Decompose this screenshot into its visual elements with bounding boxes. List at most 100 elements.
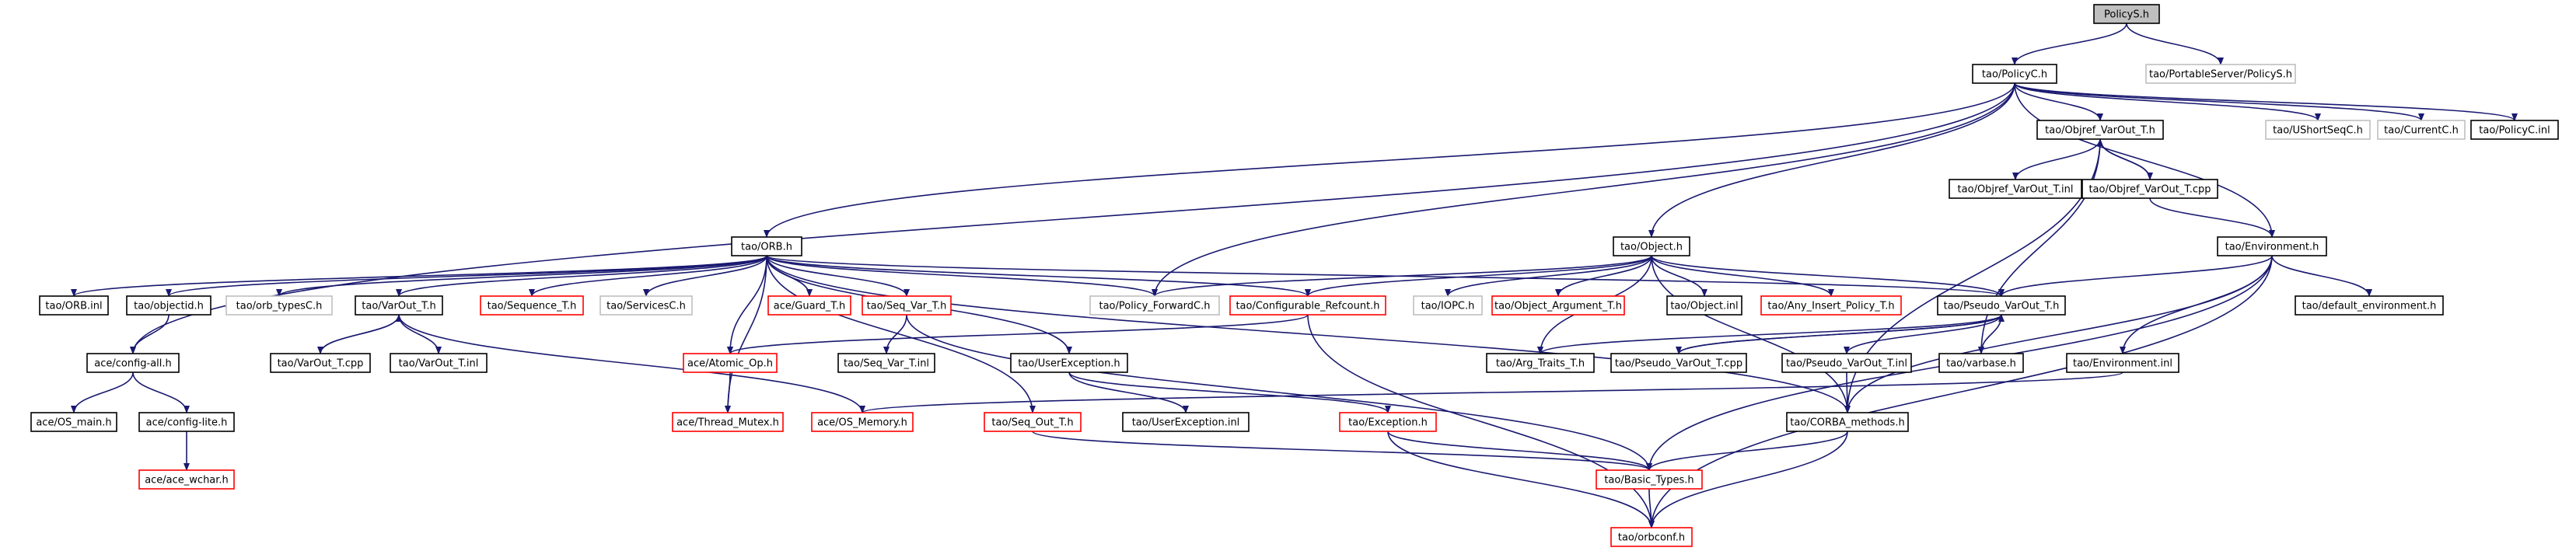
node-label: tao/Any_Insert_Policy_T.h — [1767, 301, 1894, 312]
graph-node-object-inl[interactable]: tao/Object.inl — [1666, 295, 1742, 316]
graph-node-policy-s-h[interactable]: PolicyS.h — [2093, 4, 2160, 24]
edge-layer — [71, 23, 2518, 528]
dependency-edge — [396, 255, 767, 297]
node-box — [2377, 120, 2466, 140]
node-box — [1949, 179, 2082, 199]
graph-node-config-all-h[interactable]: ace/config-all.h — [86, 353, 180, 373]
dependency-edge — [1032, 431, 1652, 471]
graph-node-policy-forward-c-h[interactable]: tao/Policy_ForwardC.h — [1089, 295, 1220, 316]
graph-node-varout-t-h[interactable]: tao/VarOut_T.h — [355, 295, 443, 316]
graph-node-user-exception-h[interactable]: tao/UserException.h — [1010, 353, 1128, 373]
node-label: tao/Object_Argument_T.h — [1494, 301, 1622, 312]
graph-node-object-argument-t-h[interactable]: tao/Object_Argument_T.h — [1491, 295, 1625, 316]
node-box — [1610, 353, 1747, 373]
node-box — [767, 295, 851, 316]
graph-node-seq-out-t-h[interactable]: tao/Seq_Out_T.h — [984, 412, 1082, 432]
graph-node-varout-t-inl[interactable]: tao/VarOut_T.inl — [390, 353, 488, 373]
node-box — [2145, 64, 2296, 84]
node-box — [837, 353, 935, 373]
graph-node-corba-methods-h[interactable]: tao/CORBA_methods.h — [1786, 412, 1909, 432]
graph-node-objref-varout-t-h[interactable]: tao/Objref_VarOut_T.h — [2036, 120, 2164, 140]
dependency-edge — [398, 314, 865, 413]
graph-node-orbconf-h[interactable]: tao/orbconf.h — [1610, 527, 1693, 547]
graph-node-pseudo-varout-t-inl[interactable]: tao/Pseudo_VarOut_T.inl — [1781, 353, 1912, 373]
graph-node-object-h[interactable]: tao/Object.h — [1613, 236, 1690, 256]
dependency-edge — [766, 255, 1036, 413]
graph-node-orb-h[interactable]: tao/ORB.h — [731, 236, 802, 256]
graph-node-ace-wchar-h[interactable]: ace/ace_wchar.h — [138, 469, 235, 490]
graph-node-policy-c-h[interactable]: tao/PolicyC.h — [1972, 64, 2057, 84]
graph-node-environment-h[interactable]: tao/Environment.h — [2217, 236, 2327, 256]
node-label: tao/VarOut_T.cpp — [278, 358, 364, 370]
node-label: tao/Pseudo_VarOut_T.h — [1944, 301, 2060, 312]
node-label: tao/UserException.h — [1018, 358, 1120, 370]
graph-node-portableserver-policy-s-h[interactable]: tao/PortableServer/PolicyS.h — [2145, 64, 2296, 84]
graph-node-orb-types-c-h[interactable]: tao/orb_typesC.h — [225, 295, 333, 316]
node-label: ace/config-all.h — [94, 358, 172, 370]
graph-node-atomic-op-h[interactable]: ace/Atomic_Op.h — [683, 353, 778, 373]
dependency-edge — [766, 255, 1851, 413]
graph-node-orb-inl[interactable]: tao/ORB.inl — [39, 295, 109, 316]
node-label: tao/UserException.inl — [1132, 417, 1240, 429]
node-label: tao/Environment.h — [2225, 242, 2319, 253]
graph-node-guard-t-h[interactable]: ace/Guard_T.h — [767, 295, 851, 316]
dependency-edge — [1678, 314, 2005, 354]
graph-node-environment-inl[interactable]: tao/Environment.inl — [2066, 353, 2179, 373]
dependency-edge — [71, 371, 134, 413]
graph-node-config-lite-h[interactable]: ace/config-lite.h — [138, 412, 235, 432]
graph-node-default-environment-h[interactable]: tao/default_environment.h — [2295, 295, 2444, 316]
dependency-edge — [71, 255, 767, 297]
node-box — [1229, 295, 1386, 316]
dependency-edge — [725, 255, 767, 413]
graph-node-objectid-h[interactable]: tao/objectid.h — [126, 295, 211, 316]
graph-node-policy-c-inl[interactable]: tao/PolicyC.inl — [2470, 120, 2559, 140]
node-label: tao/ORB.h — [741, 242, 792, 253]
graph-node-objref-varout-t-inl[interactable]: tao/Objref_VarOut_T.inl — [1949, 179, 2082, 199]
node-box — [2093, 4, 2160, 24]
node-box — [862, 295, 952, 316]
node-box — [2217, 236, 2327, 256]
graph-node-exception-h[interactable]: tao/Exception.h — [1339, 412, 1437, 432]
node-box — [1486, 353, 1595, 373]
graph-node-objref-varout-t-cpp[interactable]: tao/Objref_VarOut_T.cpp — [2081, 179, 2218, 199]
node-label: tao/Seq_Out_T.h — [991, 417, 1073, 429]
graph-node-user-exception-inl[interactable]: tao/UserException.inl — [1122, 412, 1250, 432]
node-label: tao/VarOut_T.inl — [399, 358, 479, 370]
graph-node-sequence-t-h[interactable]: tao/Sequence_T.h — [480, 295, 584, 316]
dependency-edge — [166, 255, 767, 297]
node-box — [731, 236, 802, 256]
dependency-edge — [2271, 255, 2372, 297]
node-label: tao/Exception.h — [1348, 417, 1428, 429]
node-box — [811, 412, 914, 432]
graph-node-varbase-h[interactable]: tao/varbase.h — [1938, 353, 2024, 373]
node-box — [683, 353, 778, 373]
graph-node-ushortseq-c-h[interactable]: tao/UShortSeqC.h — [2265, 120, 2371, 140]
graph-node-arg-traits-t-h[interactable]: tao/Arg_Traits_T.h — [1486, 353, 1595, 373]
graph-node-seq-var-t-h[interactable]: tao/Seq_Var_T.h — [862, 295, 952, 316]
graph-node-configurable-refcount-h[interactable]: tao/Configurable_Refcount.h — [1229, 295, 1386, 316]
graph-node-services-c-h[interactable]: tao/ServicesC.h — [599, 295, 693, 316]
dependency-edge — [1651, 255, 2005, 297]
node-label: tao/Environment.inl — [2073, 358, 2172, 370]
node-label: PolicyS.h — [2104, 9, 2149, 21]
node-box — [1972, 64, 2057, 84]
graph-node-thread-mutex-h[interactable]: ace/Thread_Mutex.h — [672, 412, 784, 432]
graph-node-iop-c-h[interactable]: tao/IOPC.h — [1413, 295, 1483, 316]
graph-node-basic-types-h[interactable]: tao/Basic_Types.h — [1596, 469, 1703, 490]
node-box — [599, 295, 693, 316]
node-box — [1122, 412, 1250, 432]
graph-node-seq-var-t-inl[interactable]: tao/Seq_Var_T.inl — [837, 353, 935, 373]
dependency-edge — [320, 314, 402, 354]
node-box — [672, 412, 784, 432]
dependency-edge — [859, 371, 2123, 413]
dependency-edge — [725, 371, 732, 413]
graph-node-pseudo-varout-t-cpp[interactable]: tao/Pseudo_VarOut_T.cpp — [1610, 353, 1747, 373]
graph-node-varout-t-cpp[interactable]: tao/VarOut_T.cpp — [270, 353, 371, 373]
graph-node-os-main-h[interactable]: ace/OS_main.h — [30, 412, 117, 432]
graph-node-any-insert-policy-t-h[interactable]: tao/Any_Insert_Policy_T.h — [1760, 295, 1902, 316]
graph-node-pseudo-varout-t-h[interactable]: tao/Pseudo_VarOut_T.h — [1937, 295, 2066, 316]
graph-node-os-memory-h[interactable]: ace/OS_Memory.h — [811, 412, 914, 432]
dependency-edge — [529, 255, 767, 297]
graph-node-current-c-h[interactable]: tao/CurrentC.h — [2377, 120, 2466, 140]
